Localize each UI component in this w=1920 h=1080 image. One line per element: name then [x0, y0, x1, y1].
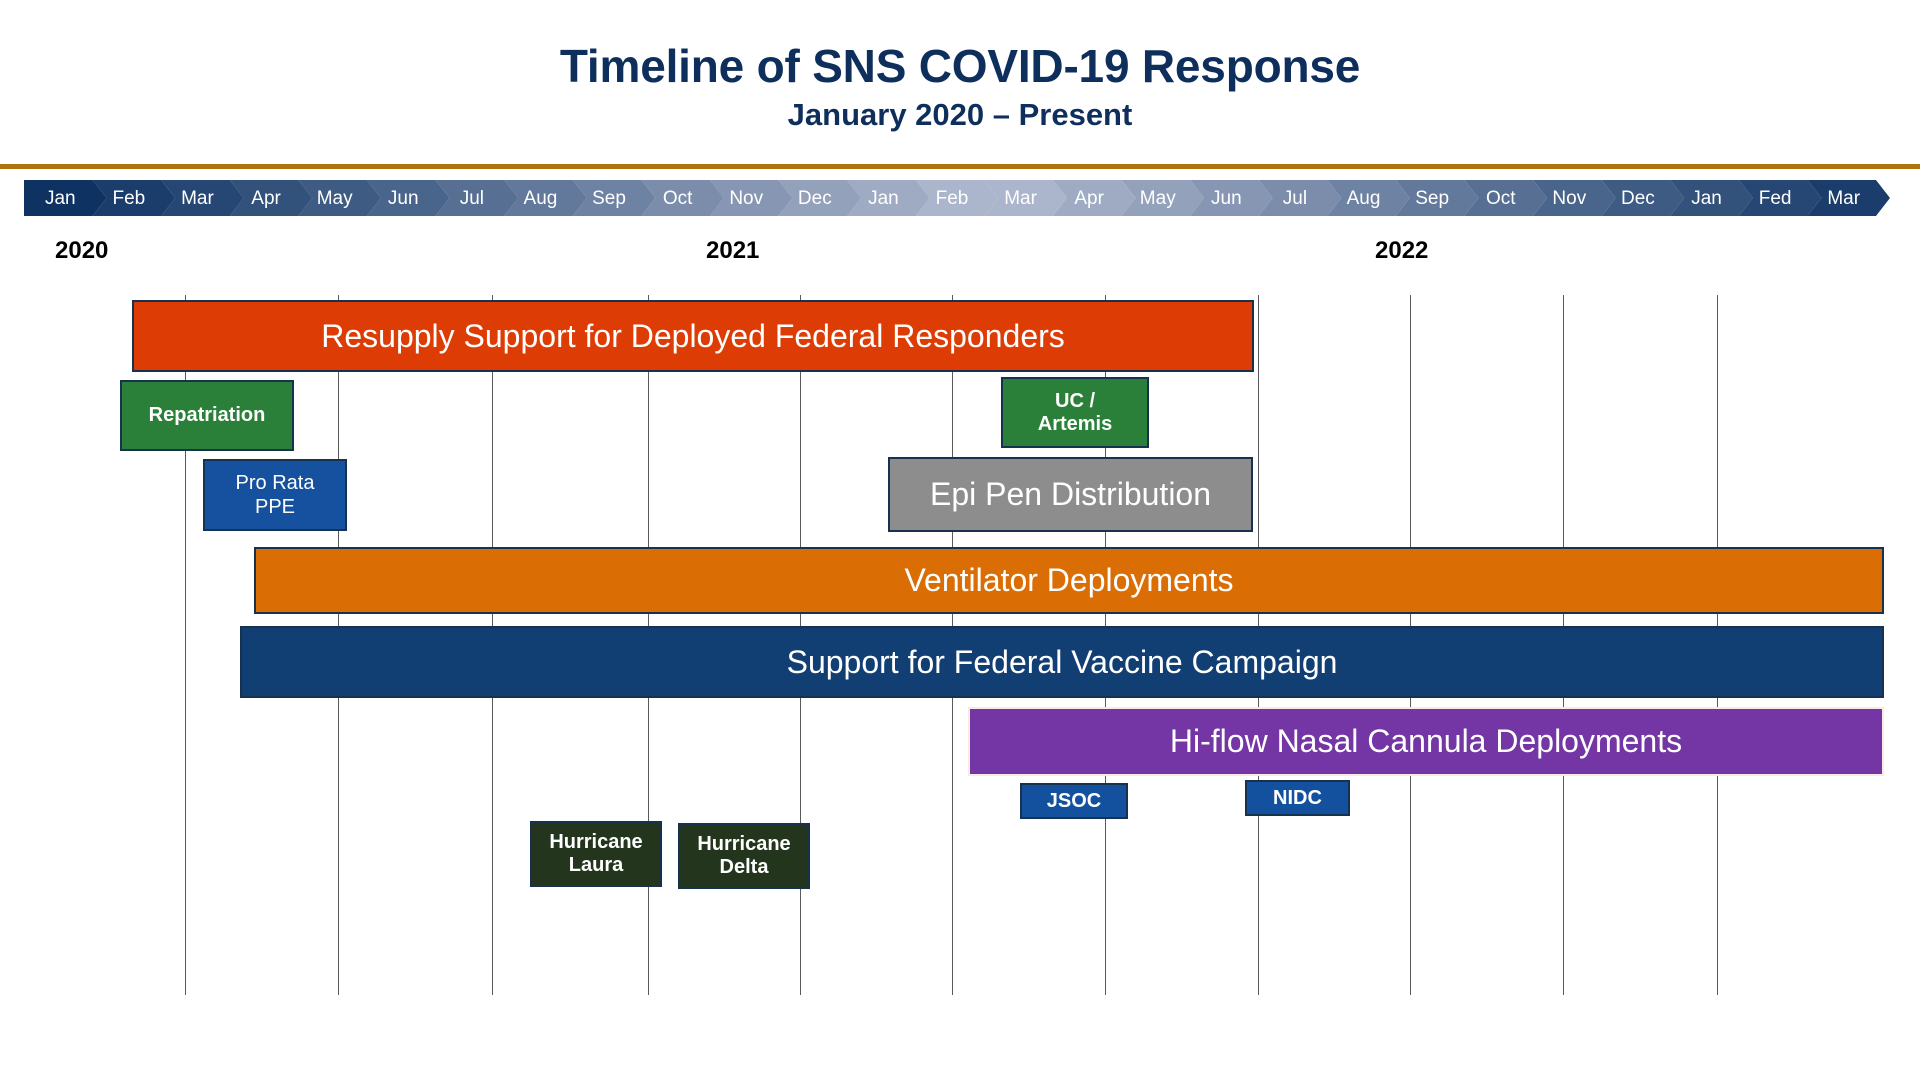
month-chevron-ribbon: Jan Feb Mar Apr May Jun Jul Aug Sep Oct Nov Dec Jan F… — [24, 180, 1890, 216]
title-block: Timeline of SNS COVID-19 Response Januar… — [0, 40, 1920, 132]
page-title: Timeline of SNS COVID-19 Response — [559, 40, 1361, 92]
year-label-2020: 2020 — [55, 237, 109, 264]
month-label: Jan — [1691, 187, 1722, 209]
month-chevron-jan-2020[interactable]: Jan — [24, 180, 107, 216]
bar-label: Support for Federal Vaccine Campaign — [786, 643, 1338, 680]
bar-label: Ventilator Deployments — [904, 562, 1234, 599]
timeline-bar-jsoc[interactable]: JSOC — [1020, 783, 1128, 819]
month-label: Dec — [1621, 187, 1655, 209]
month-label: Feb — [935, 187, 969, 209]
month-label: May — [316, 187, 353, 209]
month-label: Jul — [1282, 187, 1308, 209]
month-label: Jul — [459, 187, 484, 209]
month-label: Oct — [1485, 187, 1516, 209]
bar-label: Hi-flow Nasal Cannula Deployments — [1169, 723, 1683, 760]
bar-label: Epi Pen Distribution — [929, 476, 1212, 513]
month-label: Dec — [797, 187, 832, 209]
year-label-2021: 2021 — [706, 237, 760, 264]
month-label: Mar — [181, 187, 214, 209]
month-label: Sep — [1415, 187, 1450, 209]
timeline-bar-uc-artemis[interactable]: UC /Artemis — [1001, 377, 1149, 448]
month-label: Nov — [729, 187, 764, 209]
month-label: Oct — [662, 187, 693, 209]
month-label: Sep — [592, 187, 626, 209]
bar-label: Resupply Support for Deployed Federal Re… — [321, 317, 1065, 354]
month-label: Aug — [523, 187, 558, 209]
timeline-bar-epi-pen-distribution[interactable]: Epi Pen Distribution — [888, 457, 1253, 532]
page-subtitle: January 2020 – Present — [787, 96, 1133, 132]
timeline-bar-nidc[interactable]: NIDC — [1245, 780, 1350, 816]
month-label: Nov — [1552, 187, 1587, 209]
year-label-2022: 2022 — [1375, 237, 1429, 264]
bar-label: UC /Artemis — [1037, 389, 1113, 435]
month-label: Mar — [1004, 187, 1037, 209]
bar-label: Repatriation — [148, 404, 266, 426]
month-label: Fed — [1758, 187, 1792, 209]
month-label: Aug — [1346, 187, 1381, 209]
gold-divider-rule — [0, 164, 1920, 169]
month-label: Jan — [44, 187, 76, 209]
month-label: Jan — [868, 187, 899, 209]
bar-label: NIDC — [1273, 786, 1322, 809]
month-label: Mar — [1827, 187, 1861, 209]
bar-label: JSOC — [1046, 789, 1102, 812]
timeline-bar-ventilator-deployments[interactable]: Ventilator Deployments — [254, 547, 1884, 614]
month-label: Feb — [112, 187, 146, 209]
gridline-0 — [185, 295, 186, 995]
month-label: Apr — [251, 187, 281, 209]
timeline-bar-hi-flow-nasal-cannula-deployments[interactable]: Hi-flow Nasal Cannula Deployments — [968, 707, 1884, 776]
month-label: Jun — [1211, 187, 1242, 209]
month-label: Jun — [387, 187, 419, 209]
timeline-bar-resupply-support-for-deployed-federal-responders[interactable]: Resupply Support for Deployed Federal Re… — [132, 300, 1254, 372]
month-label: Apr — [1074, 187, 1104, 209]
timeline-bar-support-for-federal-vaccine-campaign[interactable]: Support for Federal Vaccine Campaign — [240, 626, 1884, 698]
month-label: May — [1139, 187, 1176, 209]
timeline-bar-repatriation[interactable]: Repatriation — [120, 380, 294, 451]
